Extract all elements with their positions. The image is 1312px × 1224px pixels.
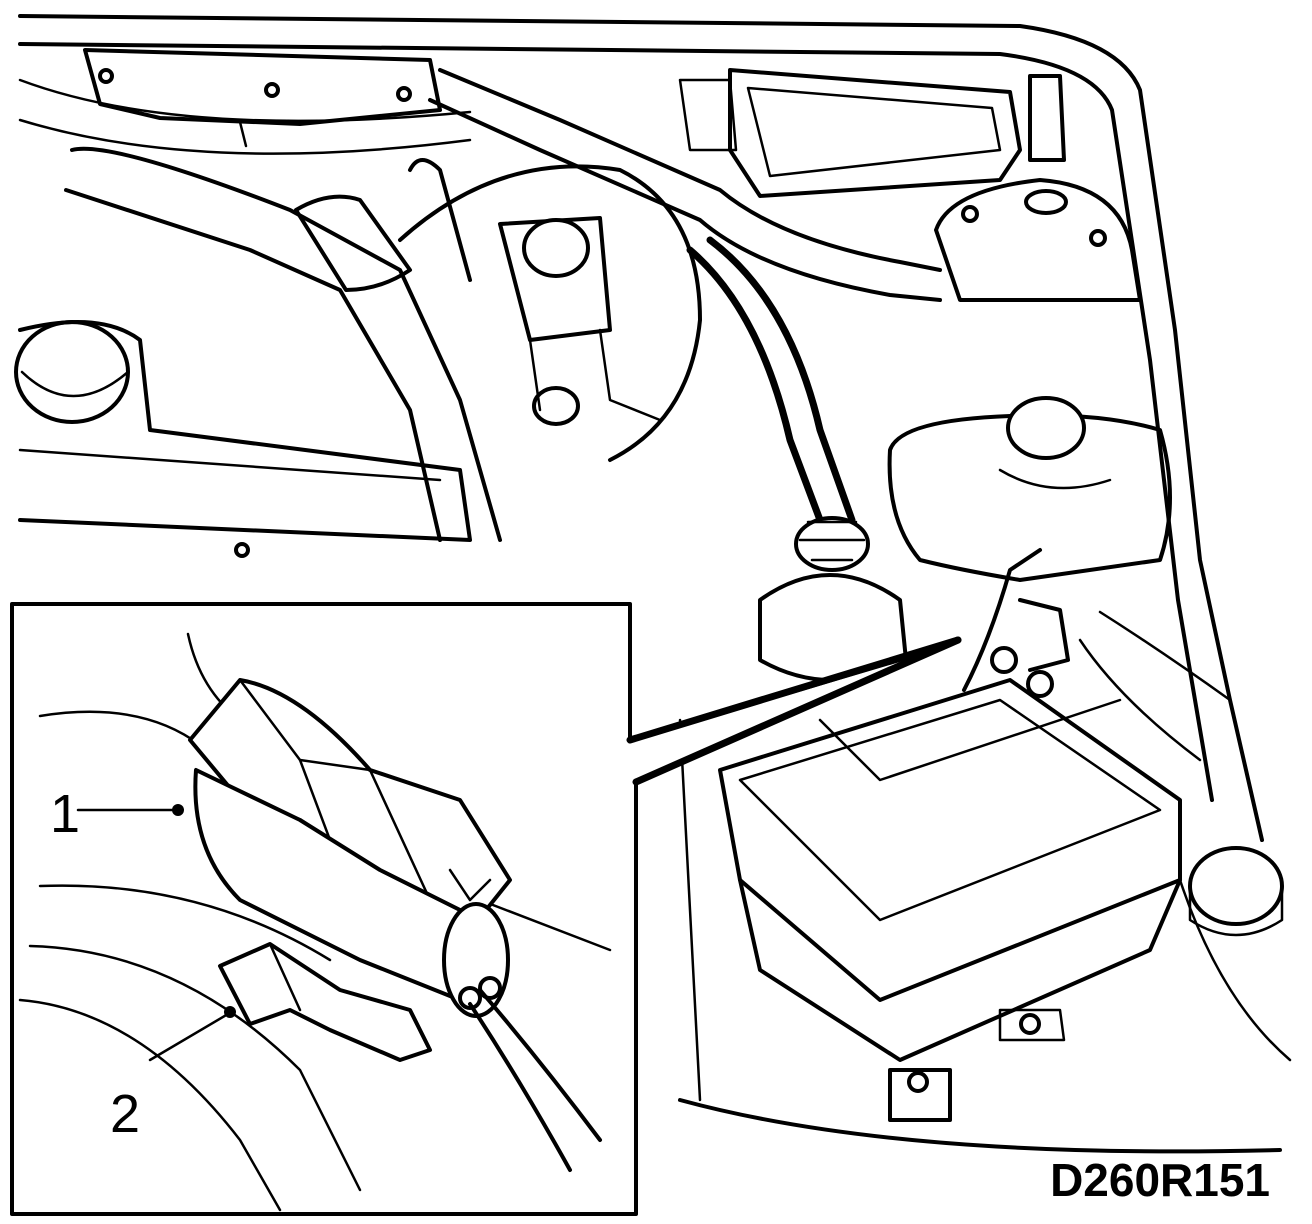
- inset-contour: [28, 944, 362, 1192]
- battery: [718, 678, 1182, 1002]
- sensor-bracket: [218, 942, 432, 1062]
- callout-leader-2: [148, 1012, 230, 1062]
- duct-coupling: [294, 194, 412, 292]
- battery-terminal: [990, 646, 1018, 674]
- callout-dot-2: [224, 1006, 236, 1018]
- harness-wire: [1078, 638, 1202, 762]
- coolant-cap: [1006, 396, 1086, 460]
- figure-id-label: D260R151: [1050, 1154, 1270, 1206]
- sensor-wire: [478, 988, 602, 1142]
- battery-top: [738, 698, 1162, 922]
- coolant-hose: [686, 246, 824, 524]
- wing-contour: [1178, 878, 1292, 1062]
- brake-line: [528, 338, 542, 412]
- cowl-panel: [83, 48, 442, 126]
- cowl-bolt: [264, 82, 280, 98]
- inset-contour: [38, 884, 332, 962]
- battery-clamp: [1018, 598, 1070, 672]
- engine-bay-overview: [14, 14, 1292, 1154]
- strut-brace: [438, 68, 942, 272]
- power-steering-cap: [794, 516, 870, 572]
- inner-wing-edge: [678, 718, 702, 1102]
- hood-inner-edge: [18, 42, 1214, 802]
- callout-label-2: 2: [110, 1084, 140, 1144]
- callout-label-1: 1: [50, 784, 80, 844]
- bumper-contour: [678, 1098, 1282, 1154]
- washer-fluid-neck: [1188, 884, 1284, 937]
- inset-pointer: [632, 636, 962, 786]
- strut-bolt: [961, 205, 979, 223]
- cowl-clip: [238, 120, 248, 148]
- vacuum-hose: [408, 158, 472, 282]
- washer-fluid-cap: [1188, 846, 1284, 926]
- inset-contour: [478, 898, 612, 952]
- battery-tray: [738, 878, 1182, 1062]
- plug-edge: [298, 758, 332, 842]
- battery-hold-down: [998, 1008, 1066, 1042]
- coolant-hose: [706, 236, 856, 524]
- sensor-pin: [458, 986, 482, 1010]
- engine-cover-rib: [18, 448, 442, 482]
- battery-terminal: [1026, 670, 1054, 698]
- air-intake-duct: [64, 188, 442, 542]
- coolant-tank-seam: [998, 468, 1112, 490]
- strut-top-nut: [1024, 189, 1068, 215]
- cowl-bolt: [98, 68, 114, 84]
- battery-vent-strip: [818, 698, 1122, 782]
- brake-servo: [398, 164, 702, 462]
- sensor-harness: [962, 548, 1042, 692]
- engine-cover-bolt: [234, 542, 250, 558]
- hood-outer-edge: [18, 14, 1264, 842]
- brake-fluid-cap: [522, 218, 590, 278]
- brake-line: [598, 328, 662, 422]
- cowl-bolt: [396, 86, 412, 102]
- plug-latch: [448, 868, 492, 902]
- strut-brace: [428, 98, 942, 302]
- detail-inset: 1 2: [10, 602, 962, 1216]
- tray-bracket-bolt: [907, 1071, 929, 1093]
- hold-down-bolt: [1019, 1013, 1041, 1035]
- strut-tower: [934, 178, 1142, 302]
- cowl-contour: [18, 118, 472, 155]
- engine-cover: [18, 320, 472, 542]
- sensor-wire: [468, 1002, 572, 1172]
- harness-wire: [1098, 610, 1232, 702]
- coolant-expansion-tank: [887, 413, 1172, 582]
- inset-contour: [18, 998, 282, 1212]
- bracket-edge: [268, 942, 302, 1012]
- oil-filler-cap: [14, 320, 130, 424]
- power-steering-cap-ribs: [798, 520, 866, 562]
- callout-dot-1: [172, 804, 184, 816]
- cowl-contour: [18, 78, 472, 123]
- ground-post: [1028, 74, 1066, 162]
- plug-edge: [368, 768, 432, 902]
- fuse-box-lid: [746, 86, 1002, 178]
- inset-contour: [38, 710, 202, 747]
- oil-filler-cap-rim: [20, 370, 130, 398]
- strut-bolt: [1089, 229, 1107, 247]
- fuse-box-connector: [678, 78, 738, 152]
- tray-bracket: [888, 1068, 952, 1122]
- inset-pointer: [626, 636, 962, 744]
- air-intake-duct: [70, 146, 502, 542]
- master-cylinder: [532, 386, 580, 426]
